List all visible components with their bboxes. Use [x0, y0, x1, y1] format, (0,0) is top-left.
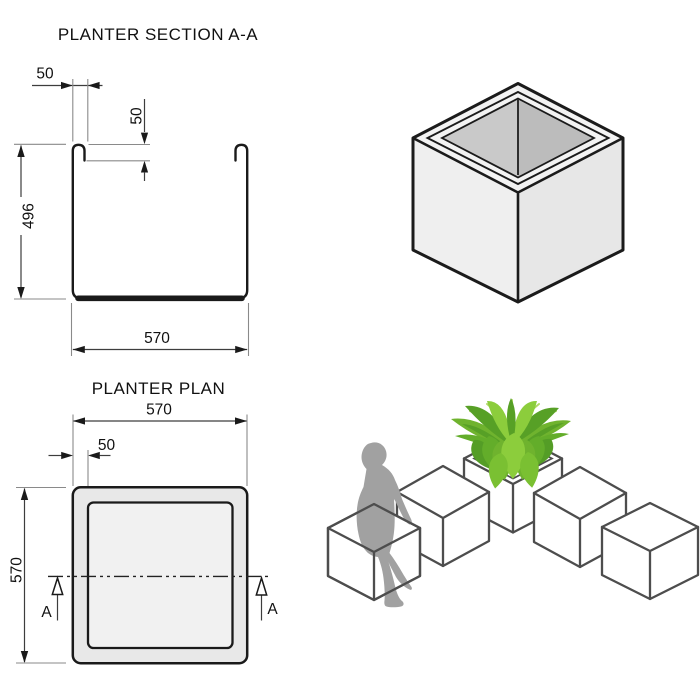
- section-outline: [71, 143, 249, 300]
- iso-planter-illustration: [411, 82, 625, 304]
- section-marker-left-label: A: [41, 604, 52, 621]
- dim-arrow: [17, 145, 25, 157]
- dim-arrow: [140, 132, 149, 145]
- plant-frond: [510, 407, 559, 446]
- section-title: PLANTER SECTION A-A: [58, 25, 258, 44]
- section-view: PLANTER SECTION A-A 50 50 496: [14, 25, 258, 356]
- dim-arrow: [20, 651, 29, 663]
- plant-frond: [487, 400, 512, 444]
- iso-opening-edge: [440, 97, 596, 179]
- plant-frond: [512, 400, 537, 444]
- iso-rim-line: [425, 90, 611, 186]
- dim-plan-width: 570: [72, 402, 248, 486]
- dim-plan-height-value: 570: [9, 557, 26, 583]
- dim-wall-top-value: 50: [36, 66, 54, 83]
- dim-arrow: [20, 488, 29, 500]
- section-arrow-icon: [51, 575, 64, 596]
- section-marker-right: A: [255, 575, 278, 621]
- dim-lip-depth: 50: [86, 99, 150, 181]
- dim-arrow: [17, 287, 25, 299]
- plant-frond: [465, 405, 512, 446]
- dim-height: 496: [14, 143, 66, 300]
- planter-scene-illustration: [326, 398, 700, 608]
- dim-arrow: [140, 160, 149, 173]
- dim-plan-wall: 50: [48, 437, 116, 500]
- dim-arrow: [235, 345, 248, 354]
- dim-lip-depth-value: 50: [129, 107, 146, 125]
- plan-title: PLANTER PLAN: [92, 379, 226, 398]
- dim-plan-wall-value: 50: [98, 437, 116, 454]
- dim-width-value: 570: [144, 330, 170, 347]
- iso-front-edges: [412, 136, 624, 302]
- dim-height-value: 496: [21, 203, 38, 229]
- person-silhouette: [356, 442, 412, 608]
- section-marker-right-label: A: [267, 601, 278, 618]
- dim-plan-width-value: 570: [146, 402, 172, 419]
- dim-arrow: [87, 81, 100, 90]
- iso-outline: [411, 82, 625, 304]
- plant-frond: [507, 398, 516, 442]
- plan-inner-square: [86, 501, 234, 650]
- dim-arrow: [235, 417, 247, 425]
- dim-plan-height: 570: [9, 486, 66, 664]
- iso-opening-right-wall: [518, 98, 594, 178]
- section-marker-left: A: [41, 575, 64, 621]
- dim-arrow: [61, 81, 73, 90]
- plan-view: PLANTER PLAN 570 50 570: [9, 379, 278, 665]
- plant-illustration: [451, 398, 571, 490]
- section-arrow-icon: [255, 575, 268, 596]
- scene-cube-front-left-edges: [326, 502, 422, 602]
- dim-arrow: [88, 451, 100, 460]
- dim-width: 570: [70, 303, 250, 356]
- scene-cube-front-right: [600, 501, 700, 601]
- dim-arrow: [73, 417, 85, 425]
- dim-arrow: [61, 451, 73, 460]
- dim-arrow: [72, 345, 85, 354]
- dim-wall-top: 50: [32, 66, 103, 142]
